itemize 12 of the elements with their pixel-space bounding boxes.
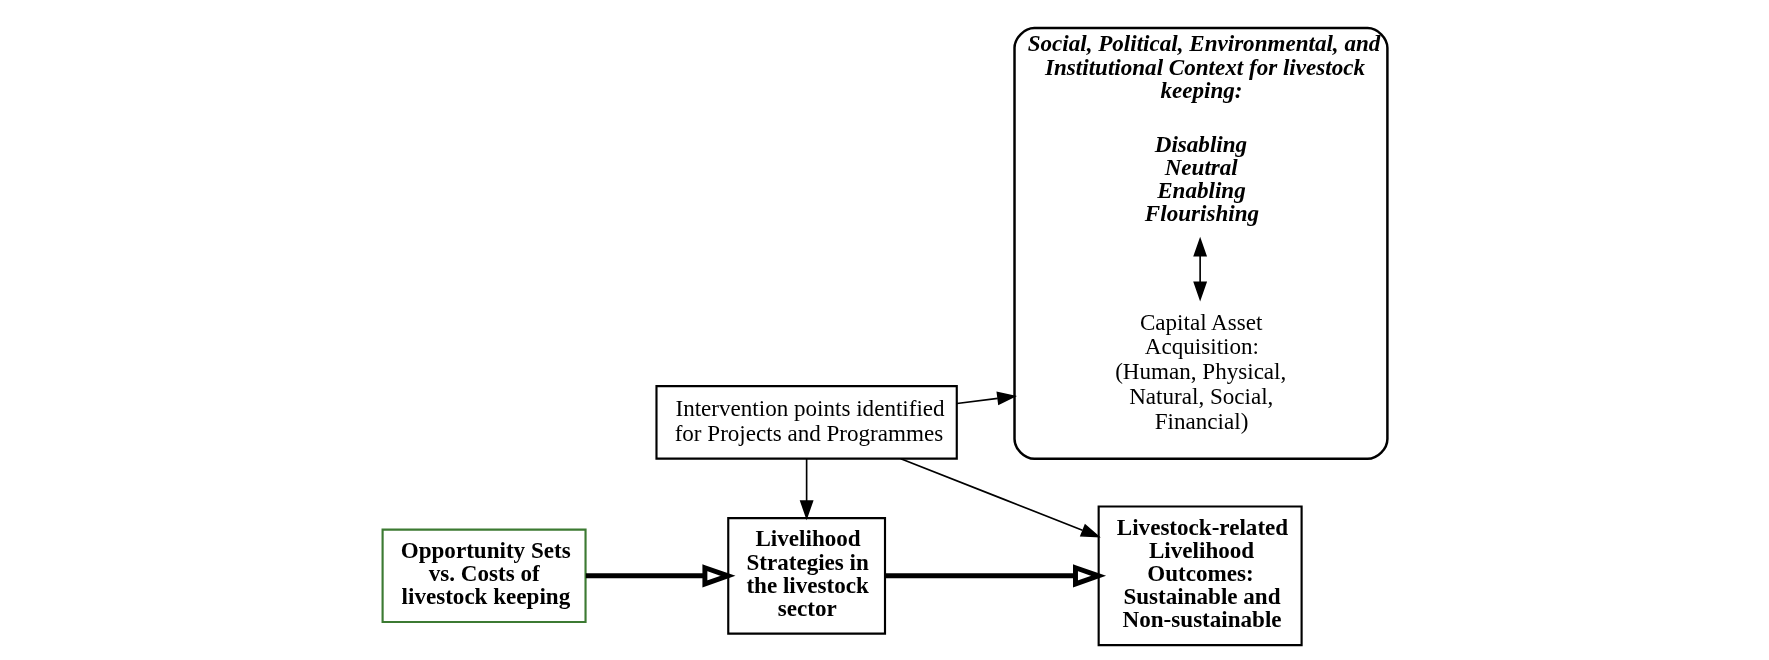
node-box: Livelihood Strategies in the livestock sector <box>726 517 886 635</box>
arrow <box>884 564 1106 588</box>
node-box: Opportunity Sets vs. Costs of livestock keeping <box>381 528 587 624</box>
arrow <box>1192 236 1207 302</box>
arrow <box>955 391 1017 406</box>
node-text: Capital Asset Acquisition: (Human, Physical, Natural, Social, Financial) <box>1114 308 1286 434</box>
arrow <box>899 457 1101 538</box>
node-text: Disabling Neutral Enabling Flourishing <box>1144 131 1259 227</box>
node-box: Livestock-related Livelihood Outcomes: Sustainable and Non-sustainable <box>1097 505 1303 647</box>
node-box: Intervention points identified for Projects and Programmes <box>654 385 958 460</box>
arrow <box>585 564 735 588</box>
arrow <box>799 458 814 521</box>
